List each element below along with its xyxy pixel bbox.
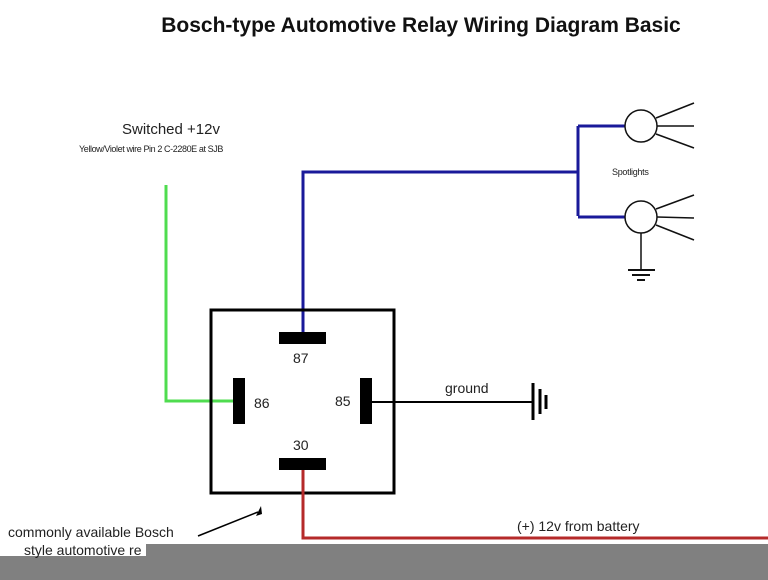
spotlight-top bbox=[624, 109, 658, 143]
spotlight-bottom bbox=[624, 200, 658, 234]
ground-label: ground bbox=[445, 380, 489, 396]
switched-wire bbox=[164, 185, 238, 403]
pin-87 bbox=[279, 332, 326, 344]
pin-30-label: 30 bbox=[293, 437, 309, 453]
pin-30 bbox=[279, 458, 326, 470]
light-ray bbox=[655, 194, 695, 210]
relay-note-line2-visible: style automotive re bbox=[24, 542, 142, 558]
pin-86 bbox=[233, 378, 245, 424]
load-wire bbox=[301, 170, 578, 340]
light-ray bbox=[655, 224, 695, 241]
pin-85 bbox=[360, 378, 372, 424]
pin-85-label: 85 bbox=[335, 393, 351, 409]
spotlights-label: Spotlights bbox=[612, 167, 649, 177]
overlay-bar-notch bbox=[0, 544, 146, 556]
pointer-arrow bbox=[197, 511, 259, 537]
diagram-title: Bosch-type Automotive Relay Wiring Diagr… bbox=[161, 14, 681, 37]
light-ray bbox=[656, 216, 695, 219]
relay-note-line1: commonly available Bosch bbox=[8, 524, 174, 540]
switched-label: Switched +12v bbox=[122, 121, 220, 138]
arrow-head-icon bbox=[256, 506, 262, 516]
light-ray bbox=[655, 133, 695, 149]
pin-86-label: 86 bbox=[254, 395, 270, 411]
battery-wire bbox=[301, 470, 768, 540]
switched-note: Yellow/Violet wire Pin 2 C-2280E at SJB bbox=[79, 144, 223, 154]
battery-label: (+) 12v from battery bbox=[517, 518, 640, 534]
light-ray bbox=[655, 102, 695, 119]
pin-87-label: 87 bbox=[293, 350, 309, 366]
